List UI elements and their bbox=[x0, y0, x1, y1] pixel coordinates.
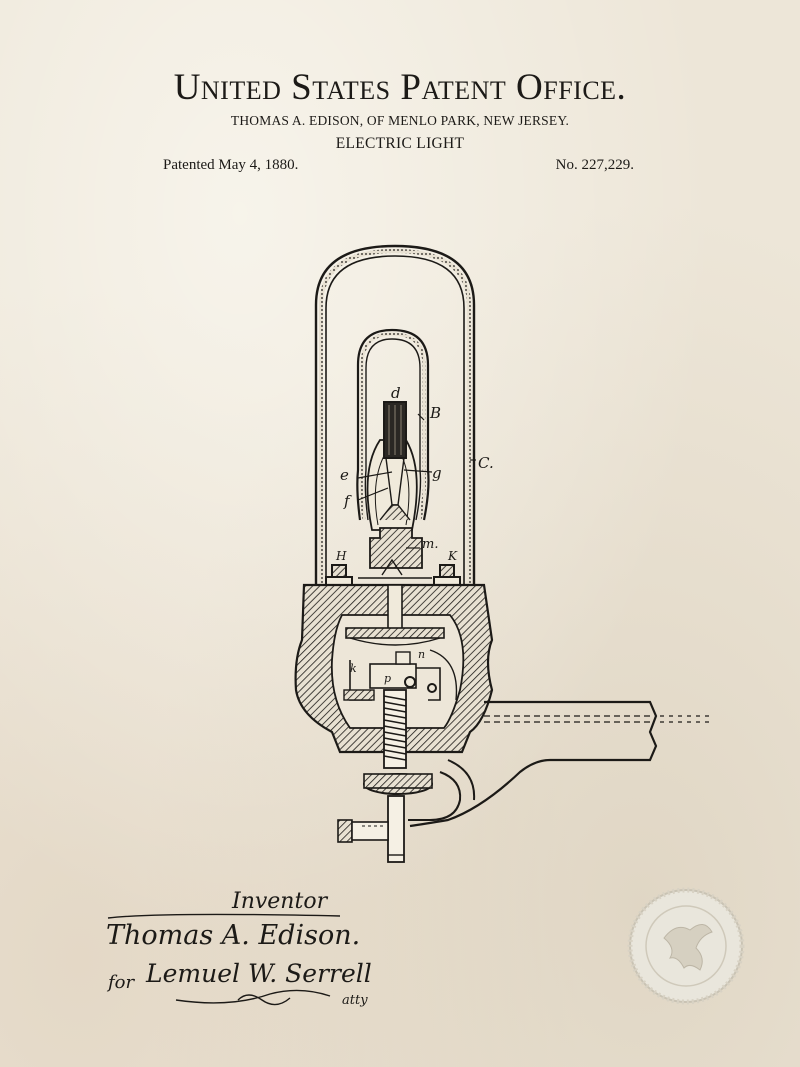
label-B: B bbox=[429, 404, 441, 422]
label-H: H bbox=[335, 549, 347, 563]
label-g: g bbox=[432, 464, 442, 482]
attorney-prefix: for bbox=[106, 972, 135, 993]
patent-number: No. 227,229. bbox=[555, 157, 634, 173]
attorney-suffix: atty bbox=[342, 993, 368, 1008]
label-C: C. bbox=[478, 454, 494, 472]
attorney-signature: Lemuel W. Serrell bbox=[145, 959, 372, 988]
label-m: m. bbox=[422, 537, 438, 552]
eagle-icon bbox=[663, 924, 713, 971]
inventor-signature: Thomas A. Edison. bbox=[106, 920, 360, 951]
office-title: United States Patent Office. bbox=[173, 67, 627, 108]
patented-date: Patented May 4, 1880. bbox=[163, 157, 299, 173]
label-d: d bbox=[391, 384, 401, 402]
label-p: p bbox=[384, 672, 391, 685]
outer-globe bbox=[314, 244, 476, 590]
label-e: e bbox=[340, 466, 349, 484]
invention-title: ELECTRIC LIGHT bbox=[335, 135, 465, 152]
inventor-heading: Inventor bbox=[231, 889, 329, 914]
screw-thread bbox=[383, 695, 407, 761]
label-f: f bbox=[343, 492, 352, 510]
bracket-arm bbox=[409, 700, 658, 828]
label-K: K bbox=[447, 549, 458, 563]
seal bbox=[627, 887, 745, 1005]
label-n: n bbox=[418, 648, 425, 661]
inventor-line: THOMAS A. EDISON, OF MENLO PARK, NEW JER… bbox=[230, 113, 570, 128]
label-k: k bbox=[350, 662, 357, 675]
inner-globe bbox=[356, 328, 430, 521]
